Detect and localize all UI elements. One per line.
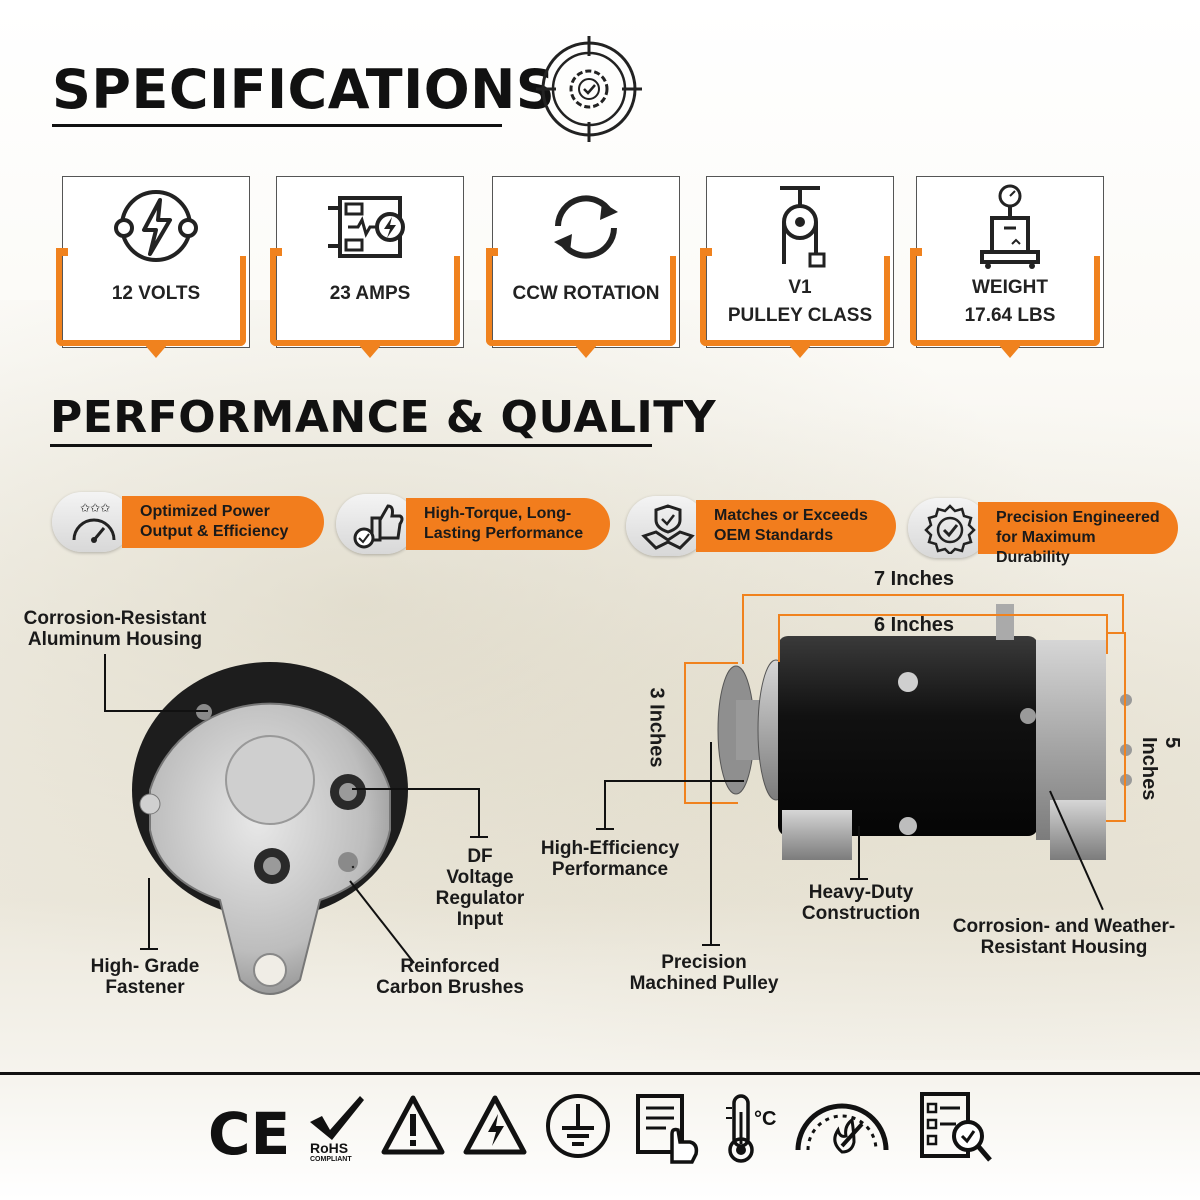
rotation-arrows-icon bbox=[554, 195, 618, 259]
performance-underline bbox=[50, 444, 652, 447]
dim-5in-label: 5 Inches bbox=[1138, 737, 1183, 801]
specifications-underline bbox=[52, 124, 502, 127]
pill-power-line2: Output & Efficiency bbox=[140, 523, 289, 540]
generator-end-view-image bbox=[132, 662, 408, 995]
pill-power-line1: Optimized Power bbox=[140, 503, 270, 520]
ground-icon bbox=[546, 1094, 610, 1158]
spec-amps-label: 23 AMPS bbox=[329, 283, 411, 304]
dim-5in-line bbox=[1124, 632, 1126, 822]
spec-card-amps: 23 AMPS bbox=[270, 176, 464, 358]
manual-touch-icon bbox=[636, 1094, 699, 1164]
weight-scale-icon bbox=[980, 184, 1040, 269]
dim-7in-line bbox=[742, 594, 1124, 596]
dim-3in-line bbox=[684, 662, 686, 804]
dim-7in-label: 7 Inches bbox=[874, 568, 955, 590]
spec-rotation-label: CCW ROTATION bbox=[512, 283, 660, 304]
pill-durability-line1: Precision Engineered bbox=[996, 509, 1160, 526]
spec-card-pulley: V1 PULLEY CLASS bbox=[700, 176, 894, 358]
spec-weight-line1: WEIGHT bbox=[972, 277, 1048, 298]
dim-6in-label: 6 Inches bbox=[874, 614, 955, 636]
dim-6in-line bbox=[778, 614, 1108, 616]
svg-text:✩✩✩: ✩✩✩ bbox=[80, 501, 110, 515]
thermometer-icon: °C bbox=[722, 1086, 782, 1166]
gear-check-target-icon bbox=[536, 36, 642, 142]
callout-weather: Corrosion- and Weather-Resistant Housing bbox=[952, 916, 1176, 958]
badge-check-icon bbox=[924, 504, 976, 554]
pulley-icon bbox=[780, 186, 826, 268]
performance-title: PERFORMANCE & QUALITY bbox=[50, 392, 717, 443]
generator-side-view-image bbox=[717, 604, 1132, 860]
gauge-stars-icon: ✩✩✩ bbox=[72, 501, 116, 543]
spec-card-weight: WEIGHT 17.64 LBS bbox=[910, 176, 1104, 358]
dim-3in-label: 3 Inches bbox=[645, 687, 668, 768]
spec-pulley-line1: V1 bbox=[788, 277, 812, 298]
rohs-check-icon: RoHS COMPLIANT bbox=[306, 1094, 366, 1164]
speedometer-flame-icon bbox=[795, 1103, 889, 1154]
power-bolt-icon bbox=[114, 190, 198, 262]
spec-weight-line2: 17.64 LBS bbox=[964, 305, 1056, 326]
circuit-amps-icon bbox=[328, 196, 405, 258]
thumbs-up-check-icon bbox=[353, 504, 404, 549]
spec-card-rotation: CCW ROTATION bbox=[486, 176, 680, 358]
pill-torque-line1: High-Torque, Long- bbox=[424, 505, 572, 522]
pill-torque-line2: Lasting Performance bbox=[424, 525, 584, 542]
pill-durability-line2: for Maximum Durability bbox=[996, 529, 1096, 566]
checklist-magnifier-icon bbox=[920, 1092, 992, 1162]
high-voltage-icon bbox=[463, 1095, 527, 1155]
spec-pulley-line2: PULLEY CLASS bbox=[727, 305, 873, 326]
handshake-shield-icon bbox=[641, 504, 695, 550]
ce-mark-icon: CE bbox=[208, 1100, 291, 1168]
spec-card-volts: 12 VOLTS bbox=[56, 176, 250, 358]
pill-oem-line1: Matches or Exceeds bbox=[714, 507, 868, 524]
bottom-divider bbox=[0, 1072, 1200, 1075]
pill-oem-line2: OEM Standards bbox=[714, 527, 834, 544]
spec-volts-label: 12 VOLTS bbox=[111, 283, 201, 304]
warning-triangle-icon bbox=[381, 1095, 445, 1155]
specifications-title: SPECIFICATIONS bbox=[52, 58, 556, 121]
